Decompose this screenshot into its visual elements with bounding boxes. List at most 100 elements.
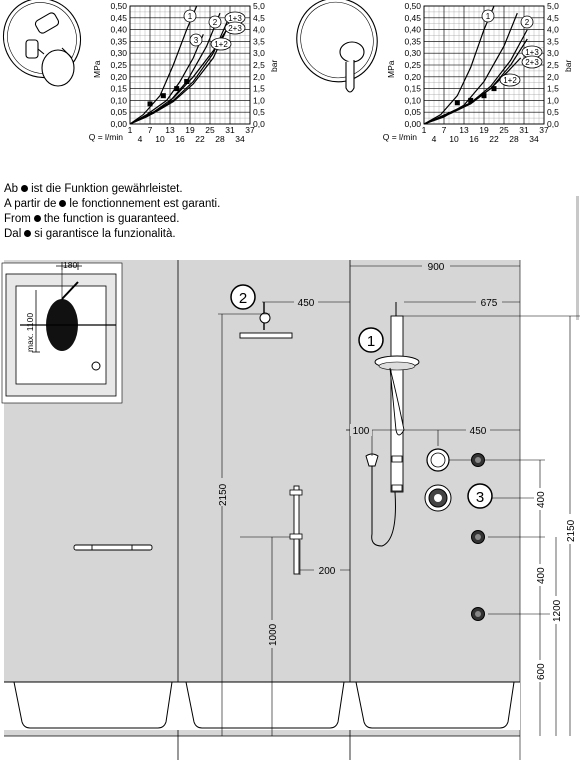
curve-label-bubble <box>481 9 495 23</box>
y-tick-label-right: 1,0 <box>547 95 559 105</box>
y-tick-label: 0,00 <box>110 119 127 129</box>
y-tick-label: 0,25 <box>110 60 127 70</box>
chart-frame <box>129 5 251 125</box>
curve-label: 1 <box>188 12 193 21</box>
y-tick-label-right: 0,5 <box>253 107 265 117</box>
min-flow-marker <box>147 101 153 107</box>
y-tick-label: 0,10 <box>404 95 421 105</box>
y-tick-label: 0,45 <box>404 13 421 23</box>
flow-chart-1: 0,000,050,100,150,200,250,300,350,400,45… <box>89 1 279 144</box>
x-tick-label: 34 <box>235 134 245 144</box>
y-axis-label: MPa <box>386 60 396 78</box>
y-tick-label-right: 0,0 <box>547 119 559 129</box>
x-tick-label: 28 <box>215 134 225 144</box>
dim-400-b: 400 <box>536 567 547 584</box>
y-tick-label: 0,35 <box>110 36 127 46</box>
y-tick-label-right: 4,5 <box>253 13 265 23</box>
min-flow-marker <box>468 97 474 103</box>
curve-label-bubble <box>189 33 203 47</box>
x-tick-label: 22 <box>489 134 499 144</box>
y-tick-label: 0,05 <box>110 107 127 117</box>
y-axis-label-right: bar <box>563 60 573 72</box>
y-tick-label-right: 3,0 <box>253 48 265 58</box>
y-tick-label: 0,20 <box>404 72 421 82</box>
y-tick-label-right: 2,5 <box>547 60 559 70</box>
y-tick-label-right: 1,5 <box>253 84 265 94</box>
soap-shelf <box>73 544 153 551</box>
y-tick-label: 0,45 <box>110 13 127 23</box>
dim-900: 900 <box>428 262 445 273</box>
curve-label-bubble <box>521 55 543 69</box>
y-tick-label: 0,20 <box>110 72 127 82</box>
dim-100: 100 <box>353 426 370 437</box>
y-tick-label: 0,30 <box>110 48 127 58</box>
x-tick-label: 22 <box>195 134 205 144</box>
min-flow-marker <box>184 79 190 85</box>
x-tick-label: 37 <box>539 125 549 135</box>
x-tick-label: 34 <box>529 134 539 144</box>
dim-675: 675 <box>481 298 498 309</box>
y-tick-label: 0,00 <box>404 119 421 129</box>
marker-dot-icon <box>24 230 32 238</box>
svg-text:1: 1 <box>367 333 375 350</box>
shower-rail-set <box>365 302 420 547</box>
x-tick-label: 1 <box>128 125 133 135</box>
curve-label-bubble <box>210 37 232 51</box>
dim-1000: 1000 <box>268 623 279 646</box>
y-tick-label-right: 4,0 <box>547 25 559 35</box>
y-tick-label: 0,50 <box>110 1 127 11</box>
x-tick-label: 10 <box>449 134 459 144</box>
overhead-shower <box>218 302 293 736</box>
curve-2 <box>423 12 518 125</box>
y-tick-label-right: 0,5 <box>547 107 559 117</box>
bathtub <box>4 681 520 730</box>
min-flow-marker <box>491 86 497 92</box>
x-axis-label: Q = l/min <box>89 132 124 142</box>
flow-chart-2: 0,000,050,100,150,200,250,300,350,400,45… <box>383 1 573 144</box>
x-tick-label: 31 <box>225 125 235 135</box>
y-axis-label-right: bar <box>269 60 279 72</box>
x-tick-label: 28 <box>509 134 519 144</box>
marker-dot-icon <box>59 200 67 208</box>
y-tick-label: 0,15 <box>404 84 421 94</box>
curve-1-2 <box>423 57 522 125</box>
mixer-product-drawing <box>296 0 378 93</box>
grab-bar <box>289 485 303 575</box>
x-tick-label: 19 <box>479 125 489 135</box>
x-tick-label: 10 <box>155 134 165 144</box>
curve-label-bubble <box>183 9 197 23</box>
inset-top-view: 180 max. 1100 <box>1 260 123 404</box>
y-tick-label-right: 5,0 <box>547 1 559 11</box>
svg-text:2: 2 <box>239 290 247 307</box>
y-tick-label-right: 2,5 <box>253 60 265 70</box>
x-tick-label: 4 <box>138 134 143 144</box>
dim-450-right: 450 <box>470 426 487 437</box>
dim-400-a: 400 <box>536 491 547 508</box>
y-tick-label-right: 0,0 <box>253 119 265 129</box>
y-tick-label-right: 1,0 <box>253 95 265 105</box>
y-tick-label-right: 2,0 <box>547 72 559 82</box>
min-flow-marker <box>160 93 166 99</box>
y-tick-label: 0,05 <box>404 107 421 117</box>
inset-height-label: max. 1100 <box>25 313 35 352</box>
curve-1 <box>423 5 495 125</box>
x-axis-label: Q = l/min <box>383 132 418 142</box>
dim-450-top: 450 <box>298 298 315 309</box>
y-axis-label: MPa <box>92 60 102 78</box>
curve-label: 2+3 <box>228 24 242 33</box>
dim-200: 200 <box>319 566 336 577</box>
y-tick-label: 0,40 <box>110 25 127 35</box>
y-tick-label: 0,50 <box>404 1 421 11</box>
curve-label: 1+3 <box>228 14 242 23</box>
dim-600: 600 <box>536 663 547 680</box>
inset-width-label: 180 <box>63 260 77 270</box>
thermostat-module <box>426 448 450 472</box>
dimension-labels: 900 675 450 450 100 200 2150 1000 400 40… <box>216 260 577 682</box>
dimension-lines <box>240 265 580 736</box>
curve-3 <box>129 34 204 125</box>
dim-2150-right: 2150 <box>566 519 577 542</box>
x-tick-label: 16 <box>469 134 479 144</box>
